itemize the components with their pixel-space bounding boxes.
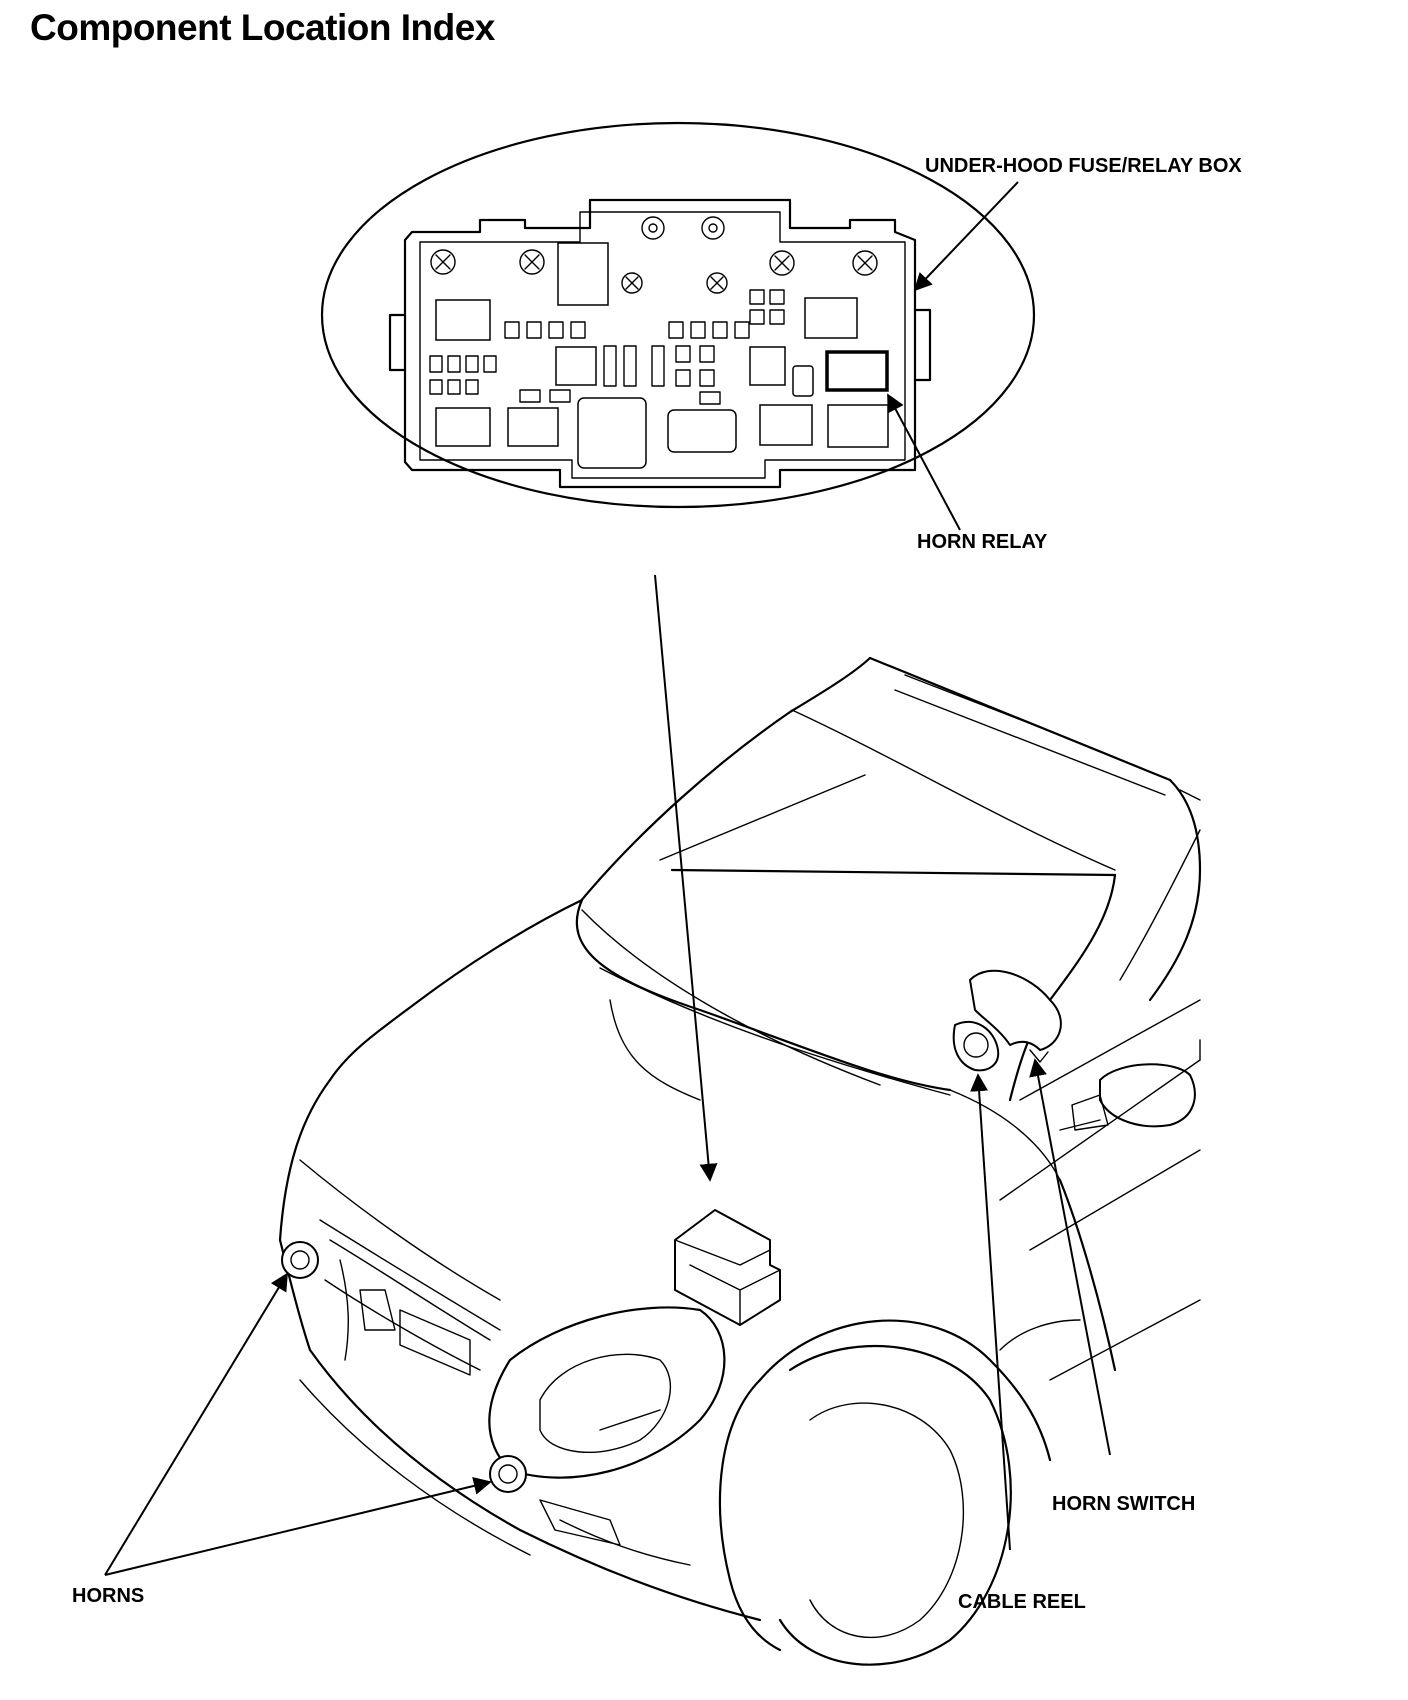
front-wheel [718,1319,1052,1666]
fuse-box-location [674,1209,781,1326]
page-title: Component Location Index [30,7,495,48]
label-horn-switch: HORN SWITCH [1052,1493,1195,1515]
fuse-slots [435,242,889,469]
fuse-relay-box-drawing [388,198,932,489]
headlight [488,1306,726,1479]
steering-wheel-area [952,969,1062,1072]
label-fuse-relay-box: UNDER-HOOD FUSE/RELAY BOX [925,155,1242,177]
detail-ellipse [320,121,1036,509]
leader-inset-to-car [654,574,718,1182]
leader-lines [104,181,1111,1576]
leader-fuse-box [913,181,1019,292]
label-cable-reel: CABLE REEL [958,1591,1086,1613]
mini-fuses [429,289,785,405]
horn-relay-box [825,350,889,392]
leader-horn-left [104,1272,288,1576]
grille [324,1239,491,1376]
leader-horn-switch [1029,1058,1111,1456]
screw-icons [430,216,878,294]
leader-horn-relay [887,393,961,531]
leader-cable-reel [970,1073,1011,1551]
horn-icons [281,1241,527,1493]
leader-horn-right [104,1477,492,1576]
label-horn-relay: HORN RELAY [917,531,1048,553]
label-horns: HORNS [72,1585,144,1607]
vehicle-drawing [278,656,1202,1666]
detail-inset [320,121,1036,509]
